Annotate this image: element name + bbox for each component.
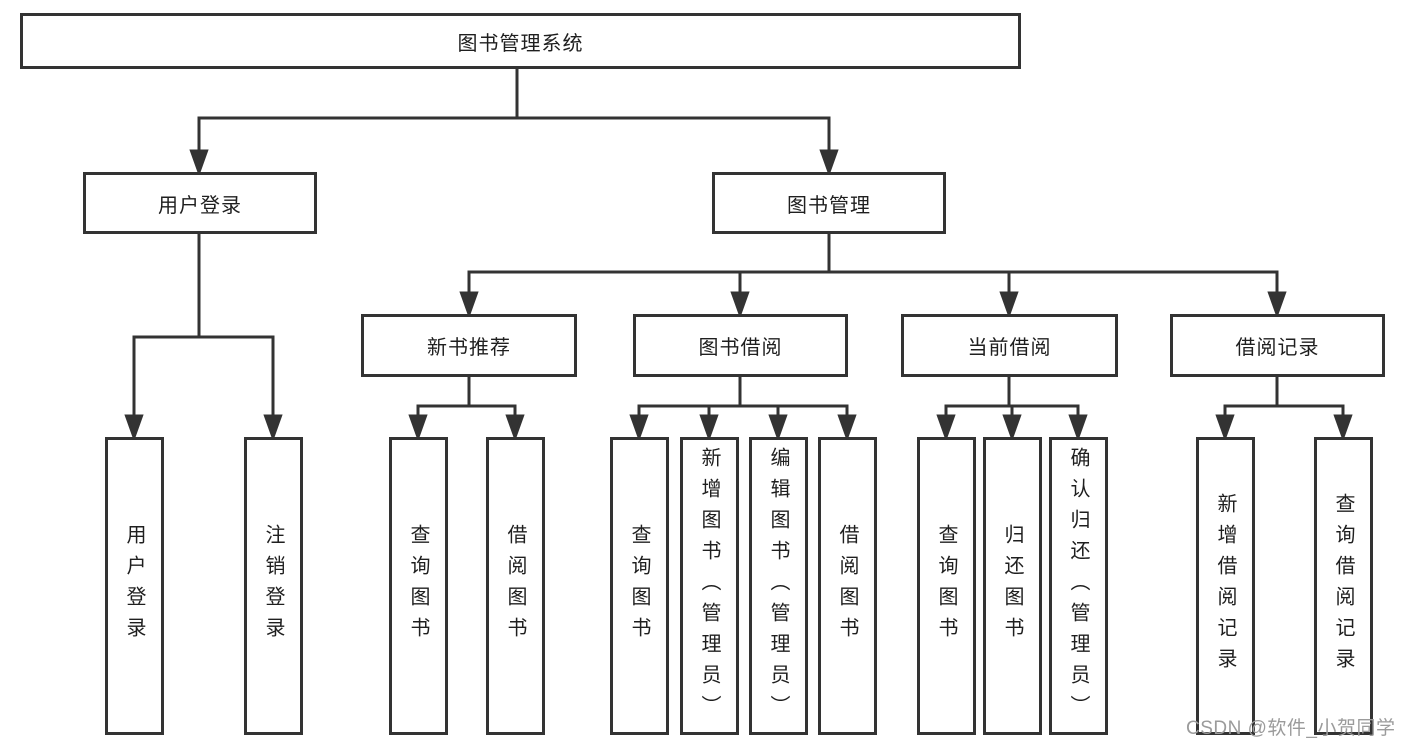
leaf-borrowing-query-books-label: 查询图书 bbox=[628, 524, 650, 648]
leaf-logout: 注销登录 bbox=[243, 437, 303, 735]
connector-root-to-level2 bbox=[189, 66, 839, 177]
leaf-recommend-borrow-books-label: 借阅图书 bbox=[504, 524, 526, 648]
connector-book-mgmt-to-level3 bbox=[459, 232, 1287, 319]
leaf-add-borrow-record-label: 新增借阅记录 bbox=[1214, 493, 1236, 679]
connector-new-book-recommend-to-leaves bbox=[408, 375, 525, 442]
node-borrowing-records: 借阅记录 bbox=[1170, 314, 1385, 377]
node-book-mgmt-label: 图书管理 bbox=[787, 194, 871, 217]
node-new-book-recommend-label: 新书推荐 bbox=[427, 337, 511, 359]
node-new-book-recommend: 新书推荐 bbox=[361, 314, 577, 377]
node-borrowing-records-label: 借阅记录 bbox=[1235, 337, 1320, 359]
leaf-edit-books-admin: 编辑图书（管理员） bbox=[748, 437, 808, 735]
leaf-add-books-admin: 新增图书（管理员） bbox=[679, 437, 739, 735]
leaf-current-query-books: 查询图书 bbox=[916, 437, 976, 735]
connector-user-login-to-leaves bbox=[124, 232, 283, 442]
leaf-recommend-query-books: 查询图书 bbox=[388, 437, 448, 735]
node-book-borrowing-label: 图书借阅 bbox=[698, 337, 783, 359]
leaf-logout-label: 注销登录 bbox=[262, 524, 284, 648]
leaf-user-login-label: 用户登录 bbox=[123, 524, 145, 648]
leaf-confirm-return-admin-label: 确认归还（管理员） bbox=[1067, 446, 1089, 726]
connector-book-borrowing-to-leaves bbox=[629, 375, 857, 442]
leaf-add-books-admin-label: 新增图书（管理员） bbox=[698, 446, 720, 726]
leaf-query-borrow-record: 查询借阅记录 bbox=[1313, 437, 1373, 735]
leaf-query-borrow-record-label: 查询借阅记录 bbox=[1332, 493, 1354, 679]
leaf-return-books-label: 归还图书 bbox=[1001, 524, 1023, 648]
leaf-confirm-return-admin: 确认归还（管理员） bbox=[1048, 437, 1108, 735]
leaf-edit-books-admin-label: 编辑图书（管理员） bbox=[767, 446, 789, 726]
node-current-borrowing: 当前借阅 bbox=[901, 314, 1118, 377]
connector-borrowing-records-to-leaves bbox=[1215, 375, 1353, 442]
leaf-borrowing-query-books: 查询图书 bbox=[609, 437, 669, 735]
node-current-borrowing-label: 当前借阅 bbox=[967, 337, 1052, 359]
node-user-login: 用户登录 bbox=[83, 172, 317, 234]
node-book-mgmt: 图书管理 bbox=[712, 172, 946, 234]
leaf-current-query-books-label: 查询图书 bbox=[935, 524, 957, 648]
leaf-recommend-query-books-label: 查询图书 bbox=[407, 524, 429, 648]
leaf-return-books: 归还图书 bbox=[982, 437, 1042, 735]
leaf-add-borrow-record: 新增借阅记录 bbox=[1195, 437, 1255, 735]
leaf-borrowing-borrow-books: 借阅图书 bbox=[817, 437, 877, 735]
node-root-label: 图书管理系统 bbox=[457, 32, 584, 55]
connector-current-borrowing-to-leaves bbox=[936, 375, 1088, 442]
node-book-borrowing: 图书借阅 bbox=[633, 314, 848, 377]
node-root: 图书管理系统 bbox=[20, 13, 1021, 69]
node-user-login-label: 用户登录 bbox=[158, 194, 242, 217]
leaf-recommend-borrow-books: 借阅图书 bbox=[485, 437, 545, 735]
leaf-user-login: 用户登录 bbox=[104, 437, 164, 735]
csdn-watermark: CSDN @软件_小贺同学 bbox=[1186, 718, 1396, 739]
leaf-borrowing-borrow-books-label: 借阅图书 bbox=[836, 524, 858, 648]
